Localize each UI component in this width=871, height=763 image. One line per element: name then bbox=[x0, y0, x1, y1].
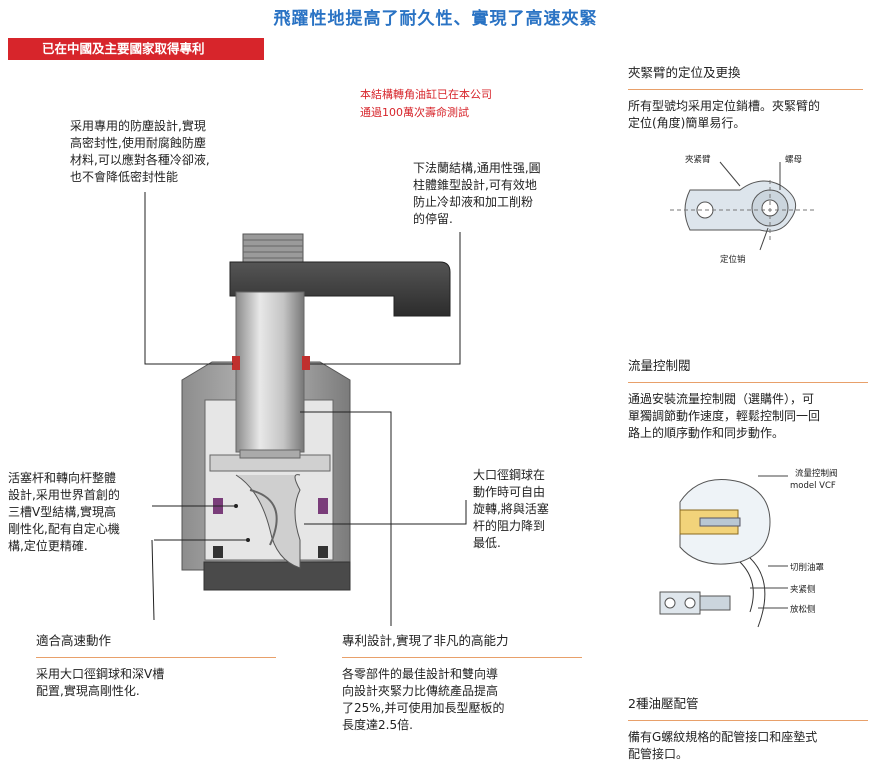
release-side-label: 放松侧 bbox=[790, 604, 816, 615]
arm-label: 夾紧臂 bbox=[685, 154, 711, 165]
section-body-line: 配置,實現高剛性化. bbox=[36, 684, 140, 698]
callout-line: 高密封性,使用耐腐蝕防塵 bbox=[70, 136, 206, 150]
section-body-line: 路上的順序動作和同步動作。 bbox=[628, 426, 785, 440]
section-heading: 2種油壓配管 bbox=[628, 696, 699, 711]
section-divider bbox=[342, 657, 582, 658]
callout-line: 防止冷却液和加工削粉 bbox=[413, 195, 534, 209]
callout-line: 活塞杆和轉向杆整體 bbox=[8, 471, 117, 485]
flow-valve-diagram: 流量控制阀 model VCF 切削油罩 夹紧侧 放松侧 bbox=[659, 468, 838, 628]
callout-line: 最低. bbox=[473, 536, 501, 550]
section-body-line: 了25%,并可使用加長型壓板的 bbox=[342, 701, 505, 715]
section-body-line: 各零部件的最佳設計和雙向導 bbox=[342, 667, 499, 681]
pin-label: 定位销 bbox=[720, 254, 746, 265]
section-heading: 夾緊臂的定位及更換 bbox=[628, 65, 741, 80]
section-divider bbox=[628, 720, 868, 721]
callout-line: 旋轉,將與活塞 bbox=[473, 502, 549, 516]
section-heading: 流量控制閥 bbox=[628, 358, 691, 373]
lifetime-note: 本結構轉角油缸已在本公司 通過100萬次壽命測試 bbox=[360, 86, 492, 122]
callout-line: 剛性化,配有自定心機 bbox=[8, 522, 120, 536]
callout-line: 三槽V型結構,實現高 bbox=[8, 505, 117, 519]
callout-line: 杆的阻力降到 bbox=[473, 519, 546, 533]
dustproof-callout: 采用專用的防塵設計,實現 高密封性,使用耐腐蝕防塵 材料,可以應對各種冷卻液, … bbox=[70, 118, 300, 186]
callout-line: 動作時可自由 bbox=[473, 485, 546, 499]
flange-callout: 下法蘭結構,通用性强,圓 柱體錐型設計,可有效地 防止冷却液和加工削粉 的停留. bbox=[413, 160, 583, 228]
patent-banner: 已在中國及主要國家取得專利 bbox=[8, 38, 264, 60]
piping-section: 2種油壓配管 備有G螺紋規格的配管接口和座墊式 配管接口。 bbox=[628, 693, 868, 763]
page-title: 飛躍性地提高了耐久性、實現了高速夾緊 bbox=[273, 9, 598, 29]
callout-line: 的停留. bbox=[413, 212, 453, 226]
cut-oil-cover-label: 切削油罩 bbox=[790, 562, 825, 573]
section-body-line: 采用大口徑鋼球和深V槽 bbox=[36, 667, 165, 681]
patent-design-section: 專利設計,實現了非凡的高能力 各零部件的最佳設計和雙向導 向設計夾緊力比傳統產品… bbox=[342, 630, 602, 734]
section-body-line: 單獨調節動作速度，輕鬆控制同一回 bbox=[628, 409, 821, 423]
clamp-arm-diagram: 夾紧臂 螺母 定位销 bbox=[670, 154, 815, 265]
lifetime-note-line: 通過100萬次壽命測試 bbox=[360, 106, 469, 119]
arm-positioning-section: 夾緊臂的定位及更換 所有型號均采用定位銷槽。夾緊臂的 定位(角度)簡單易行。 bbox=[628, 62, 863, 132]
section-heading: 專利設計,實現了非凡的高能力 bbox=[342, 633, 509, 648]
v-groove-callout: 活塞杆和轉向杆整體 設計,采用世界首創的 三槽V型結構,實現高 剛性化,配有自定… bbox=[8, 470, 158, 555]
valve-label: 流量控制阀 bbox=[795, 468, 838, 479]
clamp-side-label: 夹紧侧 bbox=[790, 584, 816, 595]
section-divider bbox=[628, 89, 863, 90]
callout-line: 大口徑鋼球在 bbox=[473, 468, 546, 482]
nut-label: 螺母 bbox=[785, 154, 802, 165]
lifetime-note-line: 本結構轉角油缸已在本公司 bbox=[360, 88, 492, 101]
callout-line: 下法蘭結構,通用性强,圓 bbox=[413, 161, 541, 175]
flow-control-section: 流量控制閥 通過安裝流量控制閥（選購件），可 單獨調節動作速度，輕鬆控制同一回 … bbox=[628, 355, 868, 442]
callout-line: 材料,可以應對各種冷卻液, bbox=[70, 153, 210, 167]
callout-line: 設計,采用世界首創的 bbox=[8, 488, 120, 502]
callout-line: 也不會降低密封性能 bbox=[70, 170, 179, 184]
section-divider bbox=[628, 382, 868, 383]
section-heading: 適合高速動作 bbox=[36, 633, 112, 648]
section-body-line: 備有G螺紋規格的配管接口和座墊式 bbox=[628, 730, 818, 744]
section-body-line: 通過安裝流量控制閥（選購件），可 bbox=[628, 392, 815, 406]
model-label: model VCF bbox=[790, 481, 836, 491]
section-body-line: 長度達2.5倍. bbox=[342, 718, 413, 732]
callout-line: 柱體錐型設計,可有效地 bbox=[413, 178, 537, 192]
section-body-line: 向設計夾緊力比傳統產品提高 bbox=[342, 684, 499, 698]
cylinder-cross-section bbox=[144, 192, 467, 626]
callout-line: 構,定位更精確. bbox=[8, 539, 88, 553]
steel-ball-callout: 大口徑鋼球在 動作時可自由 旋轉,將與活塞 杆的阻力降到 最低. bbox=[473, 467, 583, 552]
section-divider bbox=[36, 657, 276, 658]
high-speed-section: 適合高速動作 采用大口徑鋼球和深V槽 配置,實現高剛性化. bbox=[36, 630, 306, 700]
section-body-line: 定位(角度)簡單易行。 bbox=[628, 116, 746, 130]
callout-line: 采用專用的防塵設計,實現 bbox=[70, 119, 206, 133]
section-body-line: 所有型號均采用定位銷槽。夾緊臂的 bbox=[628, 99, 821, 113]
section-body-line: 配管接口。 bbox=[628, 747, 689, 761]
